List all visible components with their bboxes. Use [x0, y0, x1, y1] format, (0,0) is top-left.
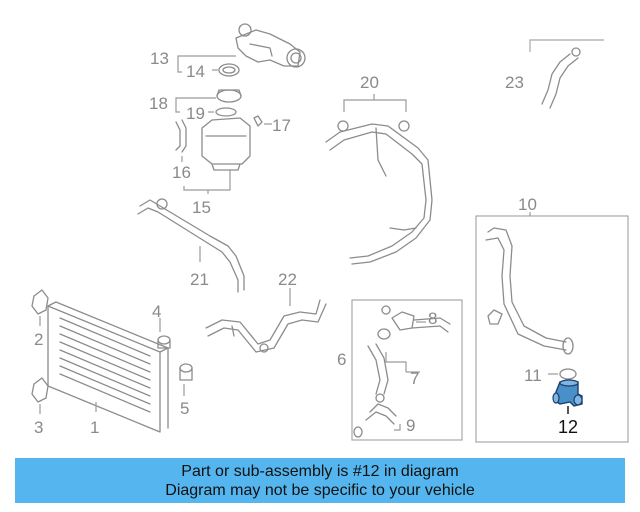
group-10-box: [475, 215, 629, 443]
callout-23: 23: [505, 73, 524, 92]
callout-16: 16: [172, 163, 191, 182]
part-15-expansion-tank: [201, 117, 251, 171]
callout-8: 8: [428, 309, 437, 328]
callout-1: 1: [90, 418, 99, 437]
part-1-radiator: [47, 301, 169, 433]
banner-line-2: Diagram may not be specific to your vehi…: [165, 481, 475, 499]
callout-6: 6: [337, 350, 346, 369]
part-7-hose: [367, 328, 391, 395]
part-16-tank-hose: [175, 119, 187, 153]
callout-7: 7: [410, 369, 419, 388]
parts-diagram: 13 14 18 19 17 16 15 21: [31, 23, 629, 443]
part-2-upper-mount: [31, 289, 49, 315]
callout-5: 5: [180, 399, 189, 418]
part-3-lower-mount: [31, 377, 49, 403]
part-22-pipe: [205, 299, 327, 353]
callout-12: 12: [558, 417, 578, 437]
callout-20: 20: [360, 73, 379, 92]
callout-22: 22: [278, 270, 297, 289]
part-19-reservoir-cap: [215, 89, 242, 117]
part-23-hose: [541, 47, 581, 109]
callout-17: 17: [272, 116, 291, 135]
part-17-level-sensor: [253, 115, 263, 127]
part-5-bushing: [179, 363, 193, 381]
part-10-hose: [485, 227, 574, 355]
info-banner: Part or sub-assembly is #12 in diagram D…: [15, 458, 625, 503]
callout-10: 10: [518, 195, 537, 214]
callout-2: 2: [34, 330, 43, 349]
callout-21: 21: [190, 270, 209, 289]
group-6-box: [351, 299, 463, 441]
callout-11: 11: [524, 366, 542, 385]
callout-15: 15: [192, 198, 211, 217]
part-20-coolant-pipe: [325, 120, 433, 265]
part-4-bushing: [157, 335, 171, 349]
part-11-clamp: [559, 368, 577, 380]
part-9-hose: [353, 393, 397, 438]
callout-3: 3: [34, 418, 43, 437]
callout-13: 13: [150, 49, 169, 68]
callout-19: 19: [186, 104, 205, 123]
banner-line-1: Part or sub-assembly is #12 in diagram: [181, 462, 459, 480]
part-8-connector: [381, 305, 451, 333]
part-21-hose: [137, 198, 245, 293]
callout-4: 4: [152, 302, 161, 321]
callout-9: 9: [406, 416, 415, 435]
callout-18: 18: [149, 94, 168, 113]
part-14-gasket: [218, 63, 240, 77]
part-12-connector-highlighted: [552, 379, 583, 407]
part-13-thermostat-housing: [235, 23, 306, 68]
callout-14: 14: [186, 62, 205, 81]
